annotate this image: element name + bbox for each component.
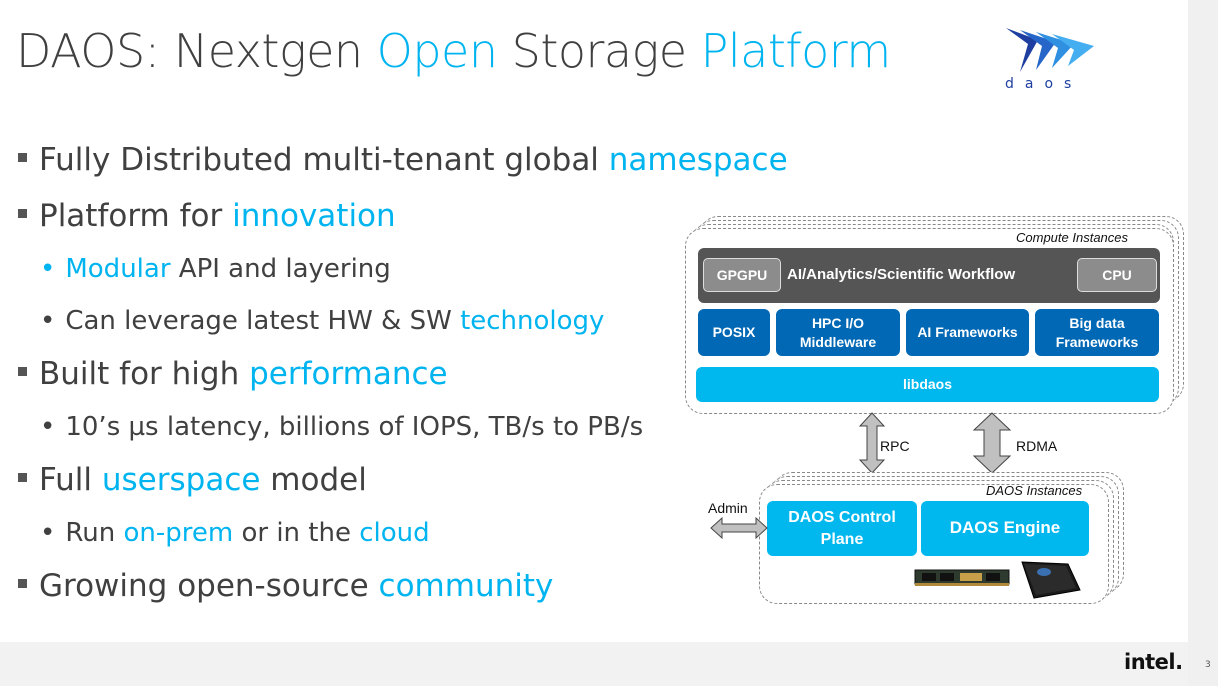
bullet-text: Full xyxy=(39,462,102,498)
bullet-highlight: cloud xyxy=(359,518,430,548)
bullet-dot-icon: • xyxy=(40,254,56,284)
bullet-text: Fully Distributed multi-tenant global xyxy=(39,142,609,178)
bullet-text: Platform for xyxy=(39,198,233,234)
daos-logo-icon xyxy=(1006,28,1094,72)
slide-title: DAOS: Nextgen Open Storage Platform xyxy=(16,24,891,78)
bullet-highlight: performance xyxy=(249,356,448,392)
title-part-4: Platform xyxy=(700,24,892,78)
bullet-square-icon xyxy=(18,153,27,162)
bullet-text: Run xyxy=(65,518,124,548)
ssd-drive-icon xyxy=(1021,561,1081,599)
compute-instances-label: Compute Instances xyxy=(1016,230,1129,245)
bullet-text: 10’s µs latency, billions of IOPS, TB/s … xyxy=(65,412,644,442)
bullet-userspace: Full userspace model xyxy=(18,462,367,498)
rdma-label: RDMA xyxy=(1016,438,1058,454)
subbullet-modular: • Modular API and layering xyxy=(40,254,391,284)
gpgpu-chip: GPGPU xyxy=(703,258,781,292)
bullet-text: API and layering xyxy=(170,254,391,284)
bullet-dot-icon: • xyxy=(40,518,56,548)
daos-engine-box: DAOS Engine xyxy=(921,501,1089,556)
intel-logo: intel. xyxy=(1124,650,1183,674)
bullet-square-icon xyxy=(18,473,27,482)
bullet-highlight: namespace xyxy=(608,142,788,178)
bullet-highlight: community xyxy=(378,568,554,604)
bullet-text: or in the xyxy=(233,518,360,548)
bullet-text: model xyxy=(260,462,367,498)
rdma-arrow-icon xyxy=(973,412,1011,474)
bullet-dot-icon: • xyxy=(40,306,56,336)
title-part-2: Open xyxy=(376,24,498,78)
ai-frameworks-box: AI Frameworks xyxy=(906,309,1029,356)
bullet-highlight: on-prem xyxy=(123,518,234,548)
page-number: 3 xyxy=(1205,660,1211,670)
workflow-label: AI/Analytics/Scientific Workflow xyxy=(787,266,1016,283)
admin-label: Admin xyxy=(708,500,748,516)
bullet-square-icon xyxy=(18,367,27,376)
footer-band xyxy=(0,642,1188,686)
title-part-1: DAOS: Nextgen xyxy=(16,24,377,78)
hpc-io-box: HPC I/O Middleware xyxy=(776,309,900,356)
bullet-highlight: technology xyxy=(460,306,605,336)
subbullet-cloud: • Run on-prem or in the cloud xyxy=(40,518,430,548)
bullet-square-icon xyxy=(18,579,27,588)
libdaos-box: libdaos xyxy=(696,367,1159,402)
bullet-text: Can leverage latest HW & SW xyxy=(65,306,461,336)
right-margin-strip xyxy=(1188,0,1218,686)
subbullet-technology: • Can leverage latest HW & SW technology xyxy=(40,306,604,336)
bullet-performance: Built for high performance xyxy=(18,356,448,392)
title-part-3: Storage xyxy=(497,24,701,78)
daos-instances-label: DAOS Instances xyxy=(986,483,1083,498)
daos-logo-text: daos xyxy=(1005,76,1083,92)
bullet-highlight: Modular xyxy=(65,254,171,284)
daos-control-plane-box: DAOS Control Plane xyxy=(767,501,917,556)
bigdata-frameworks-box: Big data Frameworks xyxy=(1035,309,1159,356)
posix-box: POSIX xyxy=(698,309,770,356)
admin-arrow-icon xyxy=(710,516,768,540)
bullet-text: Built for high xyxy=(39,356,250,392)
bullet-innovation: Platform for innovation xyxy=(18,198,396,234)
bullet-square-icon xyxy=(18,209,27,218)
bullet-text: Growing open-source xyxy=(39,568,379,604)
rpc-label: RPC xyxy=(880,438,910,454)
bullet-highlight: innovation xyxy=(232,198,396,234)
bullet-namespace: Fully Distributed multi-tenant global na… xyxy=(18,142,788,178)
bullet-highlight: userspace xyxy=(101,462,261,498)
subbullet-latency: • 10’s µs latency, billions of IOPS, TB/s… xyxy=(40,412,643,442)
memory-module-icon xyxy=(914,569,1010,586)
bullet-dot-icon: • xyxy=(40,412,56,442)
bullet-community: Growing open-source community xyxy=(18,568,553,604)
cpu-chip: CPU xyxy=(1077,258,1157,292)
